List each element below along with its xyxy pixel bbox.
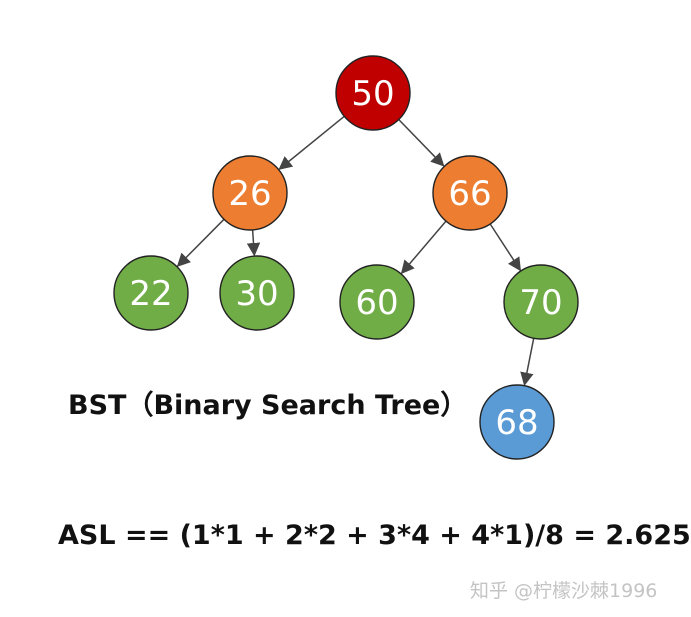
edges-layer <box>176 115 535 387</box>
edge-arrow-70-to-68 <box>520 338 535 387</box>
diagram-caption: BST（Binary Search Tree） <box>68 390 468 421</box>
node-circle <box>219 255 295 331</box>
node-value: 30 <box>235 274 278 314</box>
tree-node-22: 22 <box>113 255 189 331</box>
node-value: 26 <box>228 174 271 214</box>
node-value: 50 <box>351 74 394 114</box>
node-circle <box>503 264 579 340</box>
node-circle <box>479 384 555 460</box>
node-value: 66 <box>448 174 491 214</box>
tree-node-68: 68 <box>479 384 555 460</box>
node-circle <box>212 155 288 231</box>
tree-node-60: 60 <box>339 264 415 340</box>
edge-arrow-26-to-22 <box>176 218 225 267</box>
watermark: 知乎 @柠檬沙棘1996 <box>470 580 658 602</box>
node-value: 70 <box>519 283 562 323</box>
node-circle <box>432 155 508 231</box>
nodes-layer: 50 26 66 22 30 60 70 68 <box>113 55 579 460</box>
node-value: 68 <box>495 403 538 443</box>
edge-arrow-50-to-66 <box>398 119 445 167</box>
tree-node-70: 70 <box>503 264 579 340</box>
edge-arrow-26-to-30 <box>246 229 261 257</box>
tree-node-26: 26 <box>212 155 288 231</box>
tree-node-30: 30 <box>219 255 295 331</box>
node-value: 22 <box>129 274 172 314</box>
asl-formula: ASL == (1*1 + 2*2 + 3*4 + 4*1)/8 = 2.625 <box>58 520 691 551</box>
edge-arrow-66-to-60 <box>400 220 447 275</box>
edge-arrow-66-to-70 <box>489 223 522 272</box>
node-value: 60 <box>355 283 398 323</box>
tree-node-66: 66 <box>432 155 508 231</box>
edge-arrow-50-to-26 <box>278 115 345 170</box>
node-circle <box>335 55 411 131</box>
tree-node-50: 50 <box>335 55 411 131</box>
node-circle <box>339 264 415 340</box>
node-circle <box>113 255 189 331</box>
